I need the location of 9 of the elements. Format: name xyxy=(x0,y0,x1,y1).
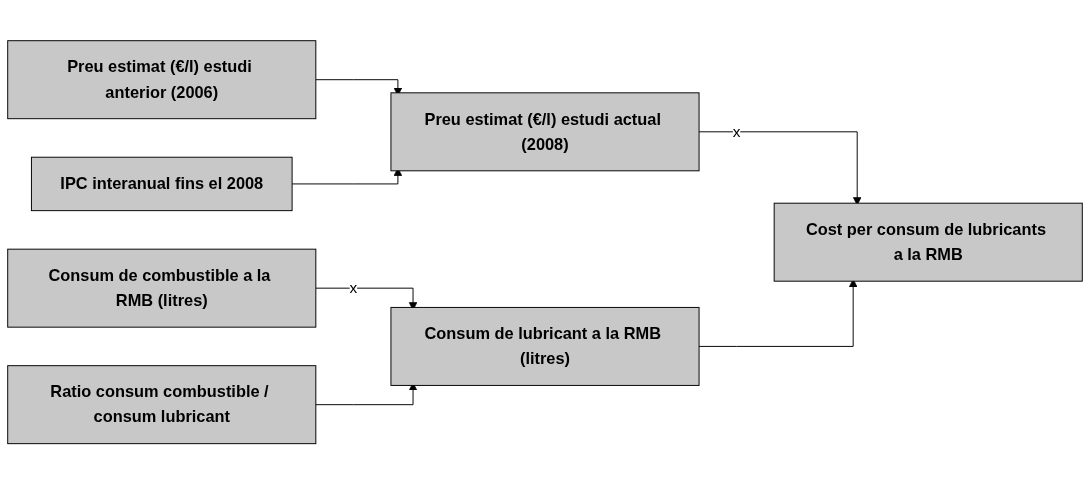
node-box: Cost per consum de lubricants a la RMB xyxy=(773,202,1083,282)
edge-label: x xyxy=(349,279,358,296)
node-box: Preu estimat (€/l) estudi actual (2008) xyxy=(390,92,700,172)
node-box: Ratio consum combustible / consum lubricant xyxy=(7,365,317,444)
node-box: Consum de lubricant a la RMB (litres) xyxy=(390,306,700,386)
node-box: IPC interanual fins el 2008 xyxy=(30,156,293,211)
edge-label: x xyxy=(732,122,741,140)
node-box: Preu estimat (€/l) estudi anterior (2006) xyxy=(7,40,317,119)
node-box: Consum de combustible a la RMB (litres) xyxy=(7,248,317,328)
